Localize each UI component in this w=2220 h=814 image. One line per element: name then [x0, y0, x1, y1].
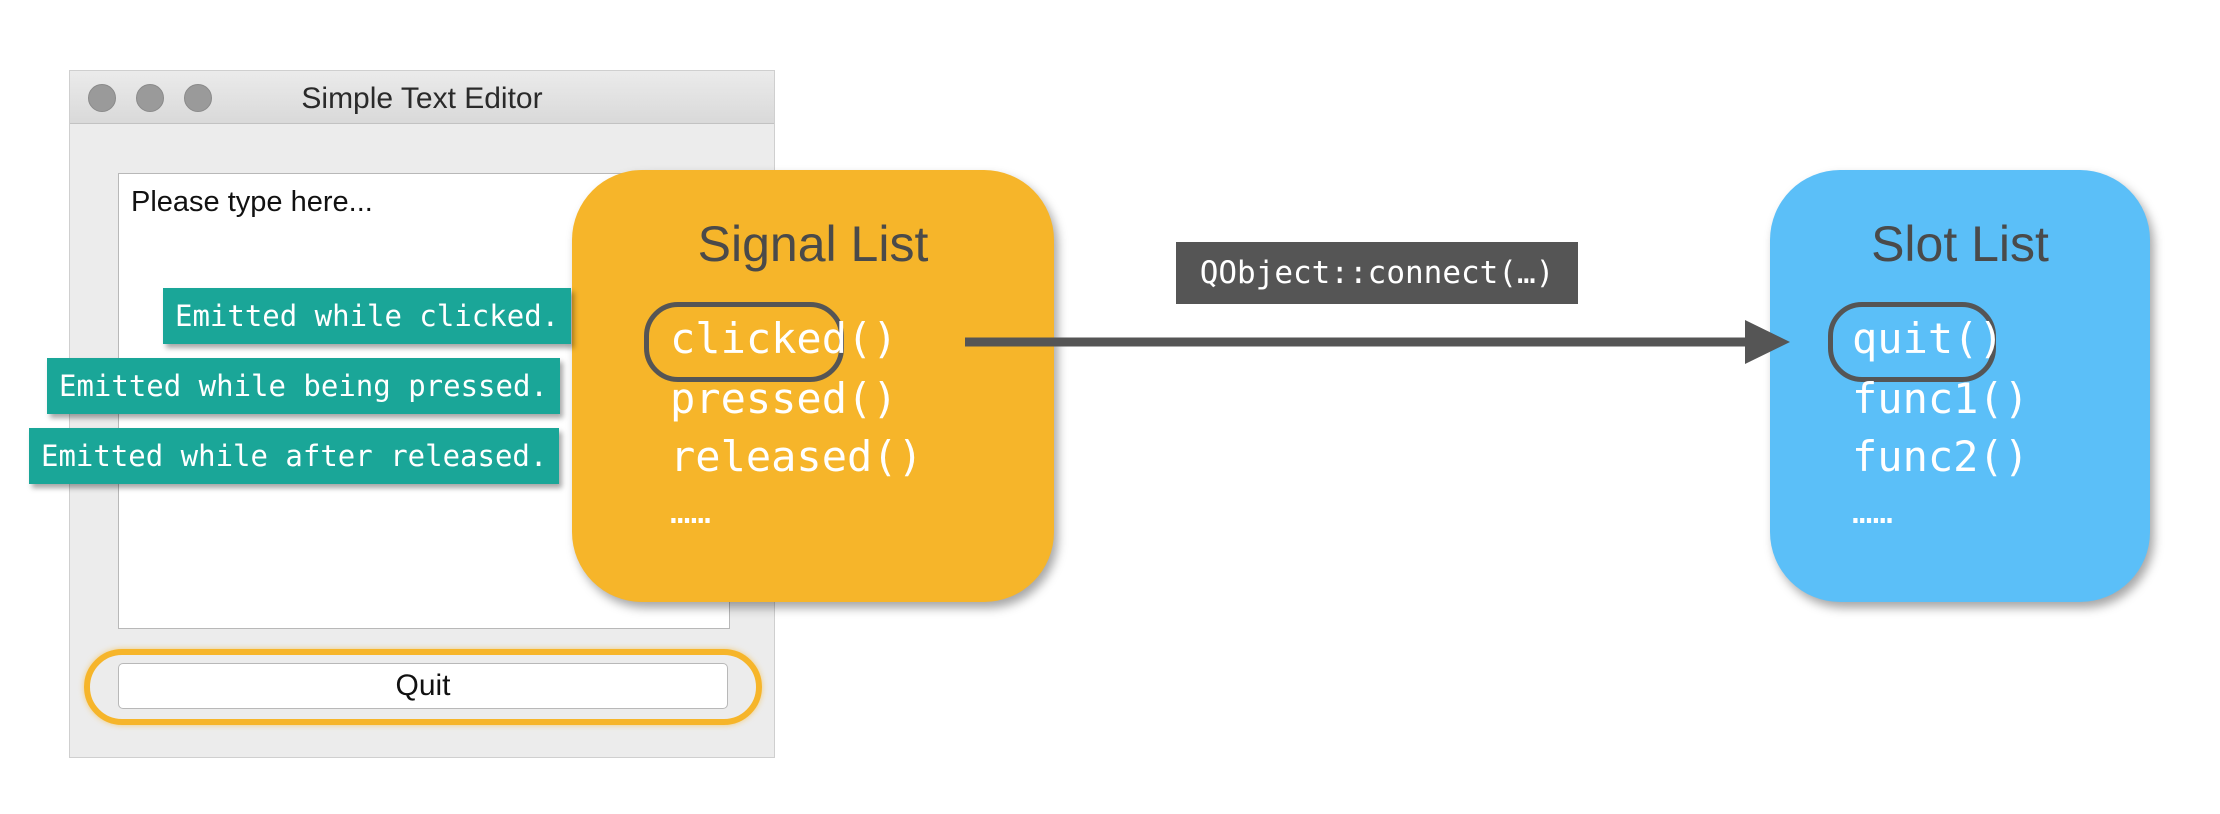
signal-item: pressed(): [670, 374, 898, 423]
close-window-icon[interactable]: [88, 84, 116, 112]
slot-list-title: Slot List: [1871, 216, 2049, 272]
signal-item: clicked(): [670, 314, 898, 363]
minimize-window-icon[interactable]: [136, 84, 164, 112]
tooltip-clicked: Emitted while clicked.: [163, 288, 572, 344]
signal-item: released(): [670, 432, 923, 481]
slot-list-panel: Slot List quit() func1() func2() ……: [1770, 170, 2150, 602]
signal-item-ellipsis: ……: [670, 492, 711, 532]
zoom-window-icon[interactable]: [184, 84, 212, 112]
signal-highlight-ring: [644, 302, 844, 382]
tooltip-pressed: Emitted while being pressed.: [47, 358, 560, 414]
slot-item-ellipsis: ……: [1852, 492, 1893, 532]
connection-arrow-head: [1745, 320, 1790, 364]
quit-button[interactable]: Quit: [118, 663, 728, 709]
window-title: Simple Text Editor: [301, 82, 543, 115]
slot-item: func2(): [1852, 432, 2030, 481]
slot-item: quit(): [1852, 314, 2004, 363]
signal-list-title: Signal List: [697, 216, 929, 272]
window-titlebar: Simple Text Editor: [70, 71, 774, 124]
tooltip-released: Emitted while after released.: [29, 428, 560, 484]
slot-item: func1(): [1852, 374, 2030, 423]
connect-label: QObject::connect(…): [1176, 242, 1578, 304]
text-edit-placeholder: Please type here...: [131, 186, 373, 218]
slot-highlight-ring: [1828, 302, 1996, 382]
signal-list-panel: Signal List clicked() pressed() released…: [572, 170, 1054, 602]
quit-button-highlight: [84, 649, 762, 725]
